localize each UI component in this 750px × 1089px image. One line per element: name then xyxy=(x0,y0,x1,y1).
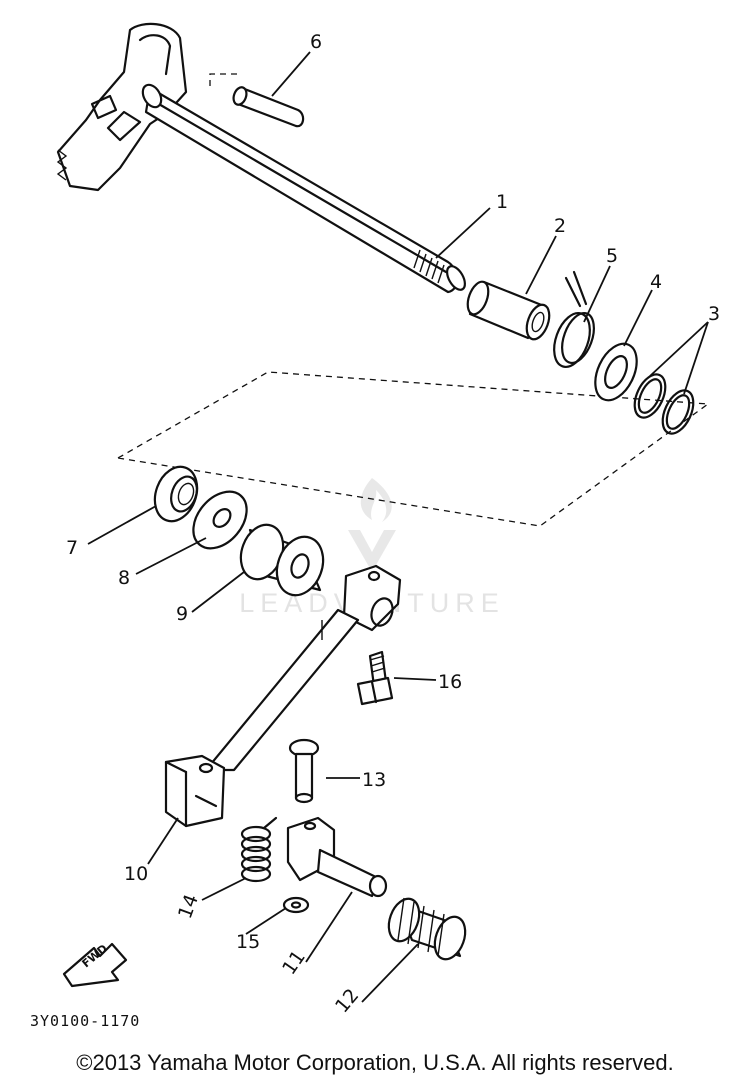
oil-seal xyxy=(153,465,199,523)
callout-5: 5 xyxy=(606,245,618,267)
pedal-lever xyxy=(286,816,388,898)
callout-14: 14 xyxy=(174,891,203,921)
callout-1: 1 xyxy=(496,191,508,213)
leader-lines xyxy=(87,51,709,1003)
pivot-pin xyxy=(288,738,320,804)
callout-12: 12 xyxy=(331,985,363,1018)
forward-arrow-icon: FWD xyxy=(62,942,128,988)
alignment-line-upper xyxy=(209,73,238,86)
diagram-part-code: 3Y0100-1170 xyxy=(30,1012,140,1030)
callout-4: 4 xyxy=(650,271,662,293)
callout-16: 16 xyxy=(438,671,462,693)
callout-11: 11 xyxy=(278,946,310,978)
callout-7: 7 xyxy=(66,537,78,559)
flame-icon xyxy=(360,478,392,522)
washer-15 xyxy=(282,896,310,914)
callout-10: 10 xyxy=(124,863,148,885)
bolt xyxy=(356,650,394,706)
callout-15: 15 xyxy=(236,931,260,953)
shift-pedal xyxy=(164,564,402,828)
collar xyxy=(466,280,551,341)
callout-8: 8 xyxy=(118,567,130,589)
callout-9: 9 xyxy=(176,603,188,625)
callout-3: 3 xyxy=(708,303,720,325)
v-logo-icon xyxy=(348,530,396,572)
callout-13: 13 xyxy=(362,769,386,791)
callout-2: 2 xyxy=(554,215,566,237)
callout-6: 6 xyxy=(310,31,322,53)
copyright-notice: ©2013 Yamaha Motor Corporation, U.S.A. A… xyxy=(76,1050,674,1075)
bushing xyxy=(239,523,325,597)
callout-numbers: 1 2 3 4 5 6 7 8 9 10 11 12 13 14 15 16 xyxy=(66,31,720,1017)
circlips xyxy=(633,373,695,435)
shift-shaft xyxy=(56,22,466,294)
alignment-box xyxy=(117,371,710,527)
return-spring xyxy=(553,270,595,368)
pedal-spring xyxy=(240,816,278,883)
washer-4 xyxy=(594,342,638,402)
washer-8 xyxy=(192,490,248,550)
pedal-rubber xyxy=(387,897,467,961)
dowel-pin xyxy=(232,86,305,128)
